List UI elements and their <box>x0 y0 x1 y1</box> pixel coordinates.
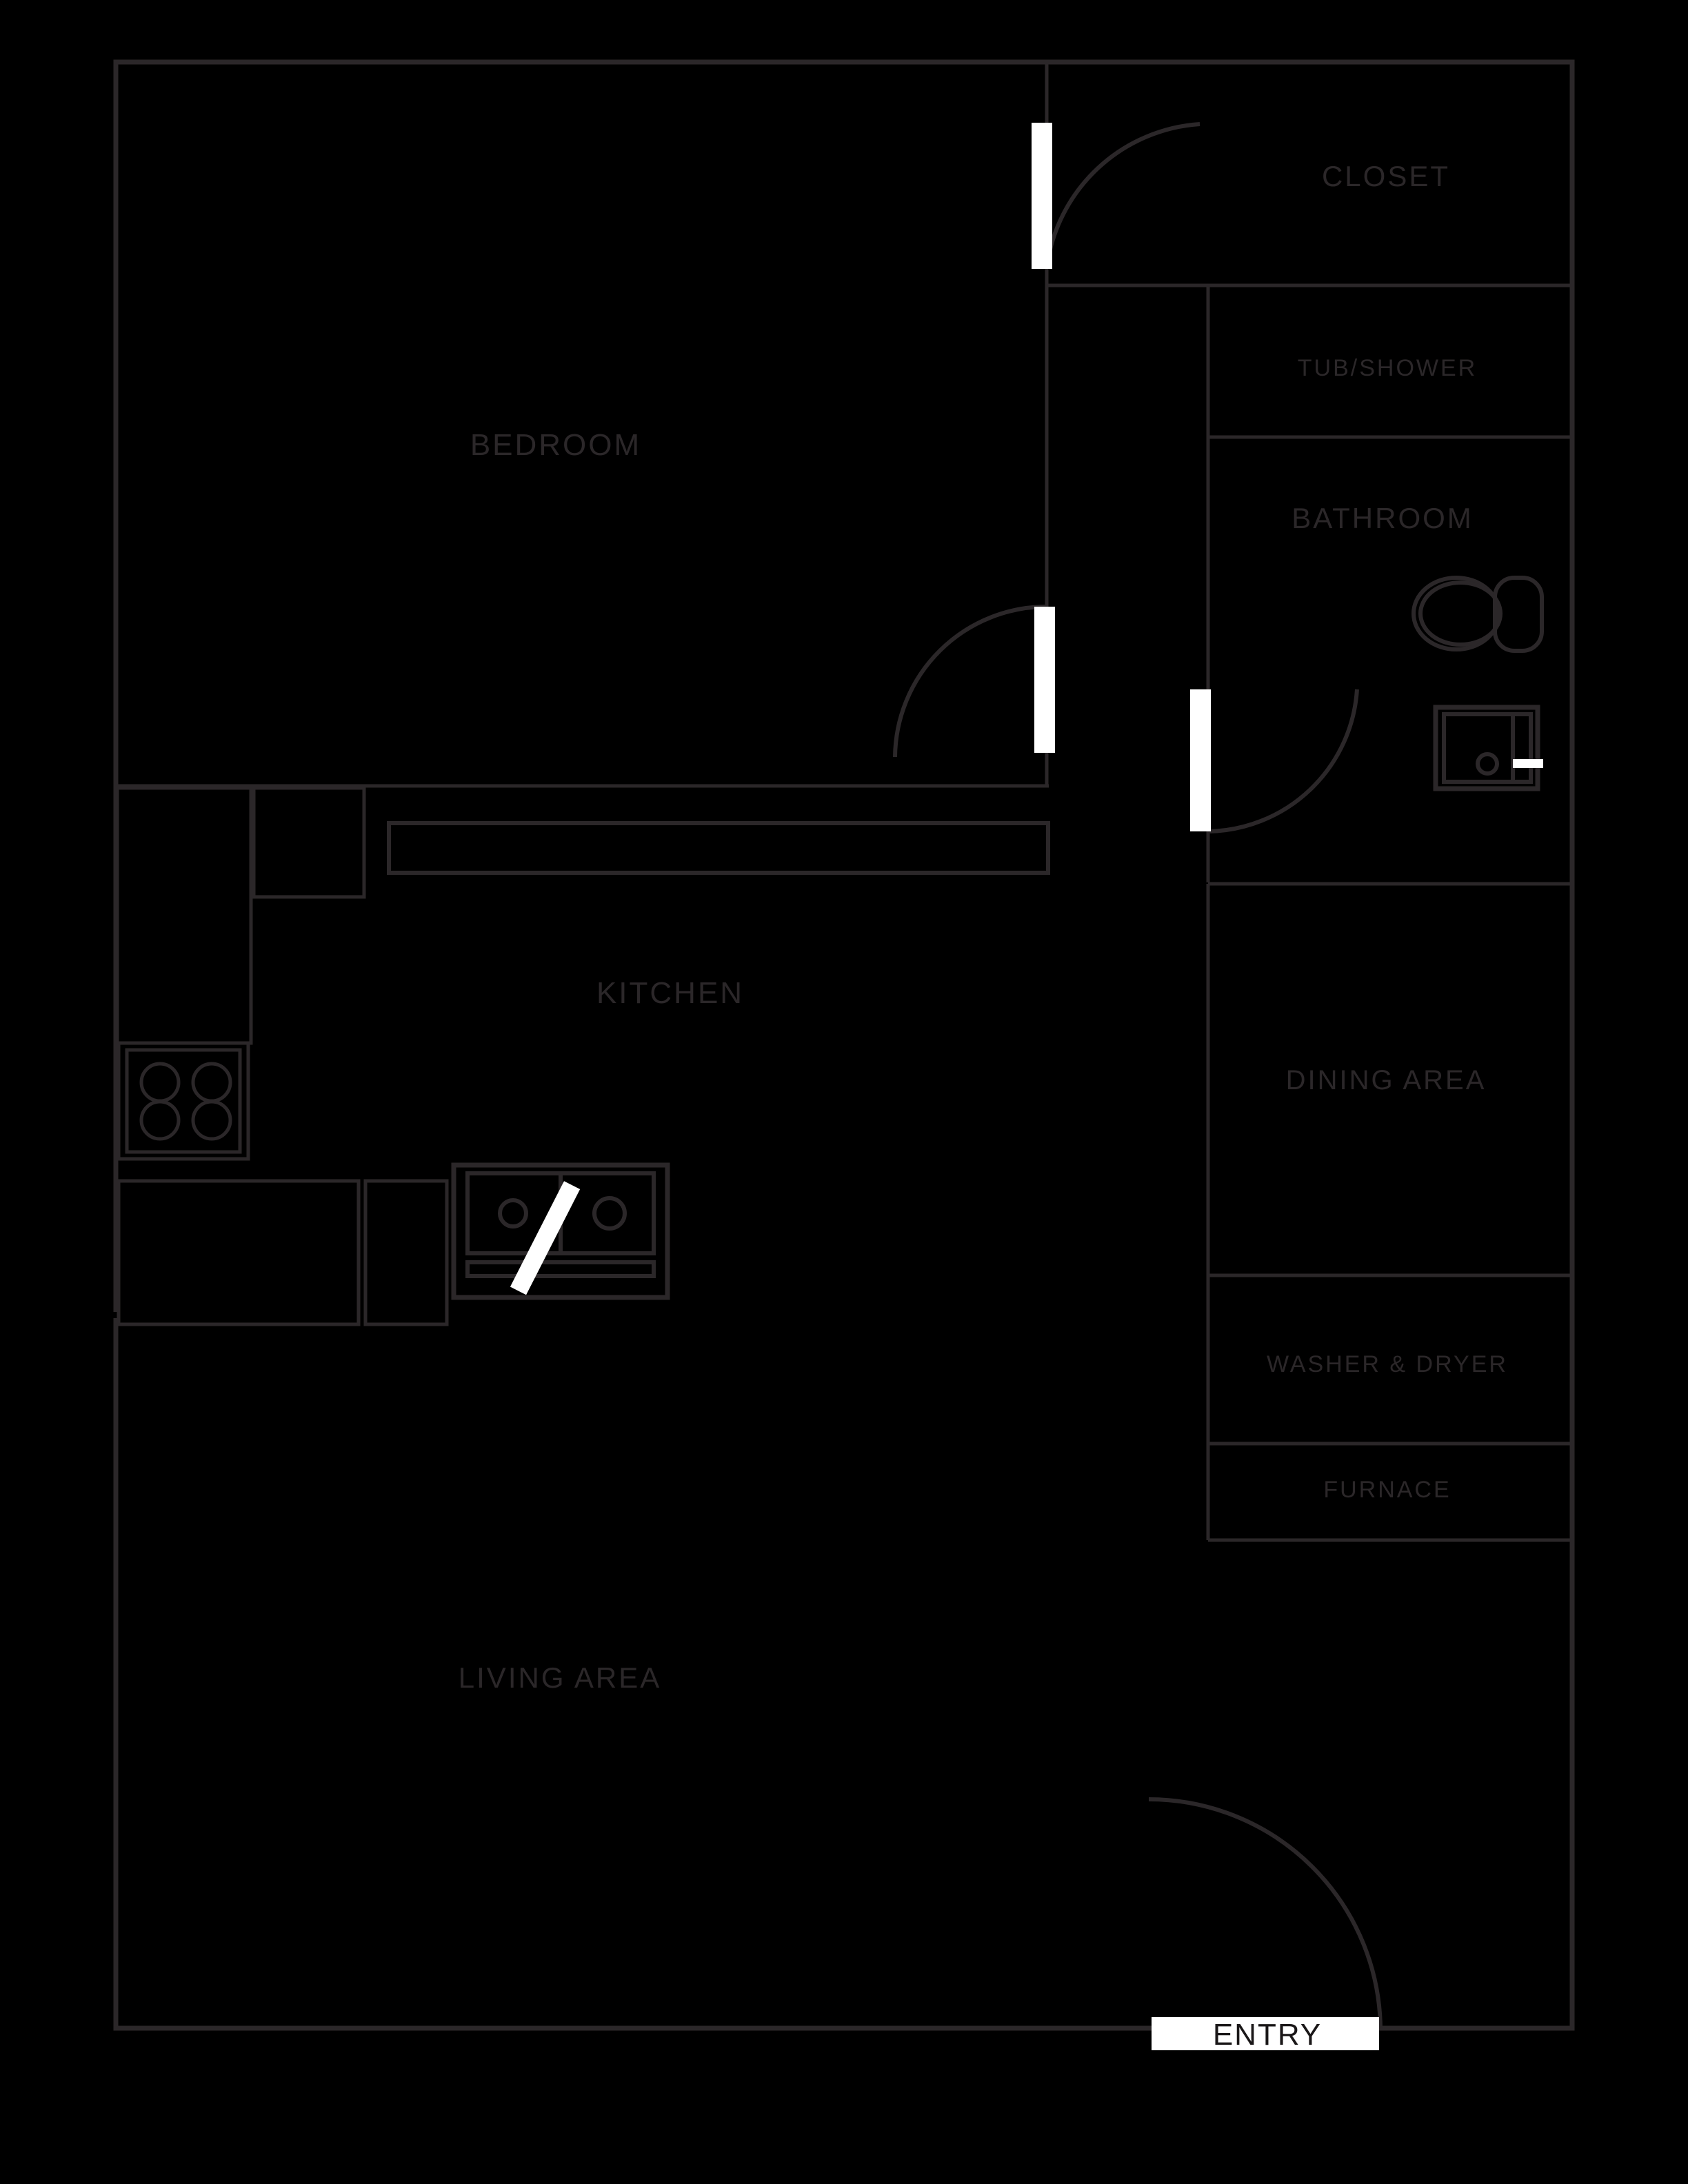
bedroom-door[interactable] <box>893 605 1055 758</box>
toilet-tank <box>1493 576 1544 653</box>
entry-door[interactable] <box>1148 1797 1383 2050</box>
dishwasher <box>363 1179 449 1326</box>
sink-drain-right <box>592 1196 627 1231</box>
room-label-entry: ENTRY <box>1213 2018 1322 2052</box>
exterior-walls <box>113 59 1575 2031</box>
kitchen-sink <box>451 1162 670 1300</box>
vanity-basin <box>1442 712 1533 784</box>
sink-drain-left <box>498 1198 528 1228</box>
bathroom-door[interactable] <box>1190 689 1359 833</box>
range-outline-inner <box>125 1048 242 1154</box>
toilet-bowl-inner <box>1418 580 1503 647</box>
sink-cabinet-outline <box>451 1162 670 1300</box>
interior-walls <box>116 62 1572 1542</box>
burner-2 <box>191 1062 232 1103</box>
vanity-drain <box>1476 752 1499 776</box>
sink-faucet <box>510 1181 581 1295</box>
refrigerator-outline <box>115 786 253 1045</box>
upper-corner-cabinet <box>252 786 366 899</box>
bathroom-door-swing-arc <box>1207 689 1359 833</box>
entry-door-swing-arc <box>1148 1797 1383 2030</box>
burner-1 <box>139 1062 181 1103</box>
lower-cabinets <box>117 1179 361 1326</box>
vanity-faucet <box>1513 759 1543 768</box>
room-label-tub-shower: TUB/SHOWER <box>1298 355 1477 381</box>
bedroom-door-leaf <box>1034 607 1055 753</box>
room-label-kitchen: KITCHEN <box>596 976 744 1010</box>
bathroom-door-leaf <box>1190 689 1211 831</box>
bedroom-door-swing-arc <box>893 605 1047 758</box>
range-outline-outer <box>117 1041 250 1161</box>
upper-cabinet-run <box>387 821 1050 875</box>
room-label-bathroom: BATHROOM <box>1292 502 1474 534</box>
room-label-dining-area: DINING AREA <box>1286 1065 1487 1095</box>
room-label-furnace: FURNACE <box>1323 1477 1451 1503</box>
upper-cabinets <box>387 821 1050 875</box>
refrigerator <box>115 786 253 1045</box>
closet-door-swing-arc <box>1045 122 1200 268</box>
room-label-washer-dryer: WASHER & DRYER <box>1267 1351 1508 1377</box>
room-label-closet: CLOSET <box>1322 160 1450 192</box>
upper-corner-cabinet-outline <box>252 786 366 899</box>
room-label-bedroom: BEDROOM <box>470 428 641 462</box>
burner-4 <box>191 1100 232 1141</box>
room-label-living-area: LIVING AREA <box>459 1661 661 1694</box>
vanity-cabinet-outline <box>1433 705 1540 791</box>
range-cooktop <box>117 1041 250 1161</box>
toilet-fixture <box>1411 576 1544 653</box>
closet-door[interactable] <box>1032 122 1200 269</box>
closet-door-leaf <box>1032 123 1052 269</box>
dishwasher-outline <box>363 1179 449 1326</box>
burner-3 <box>139 1100 181 1141</box>
entry-door-threshold <box>1152 2017 1379 2050</box>
vanity-sink-fixture <box>1433 705 1543 791</box>
lower-cabinet-run <box>117 1179 361 1326</box>
sink-front-rail <box>465 1260 656 1278</box>
